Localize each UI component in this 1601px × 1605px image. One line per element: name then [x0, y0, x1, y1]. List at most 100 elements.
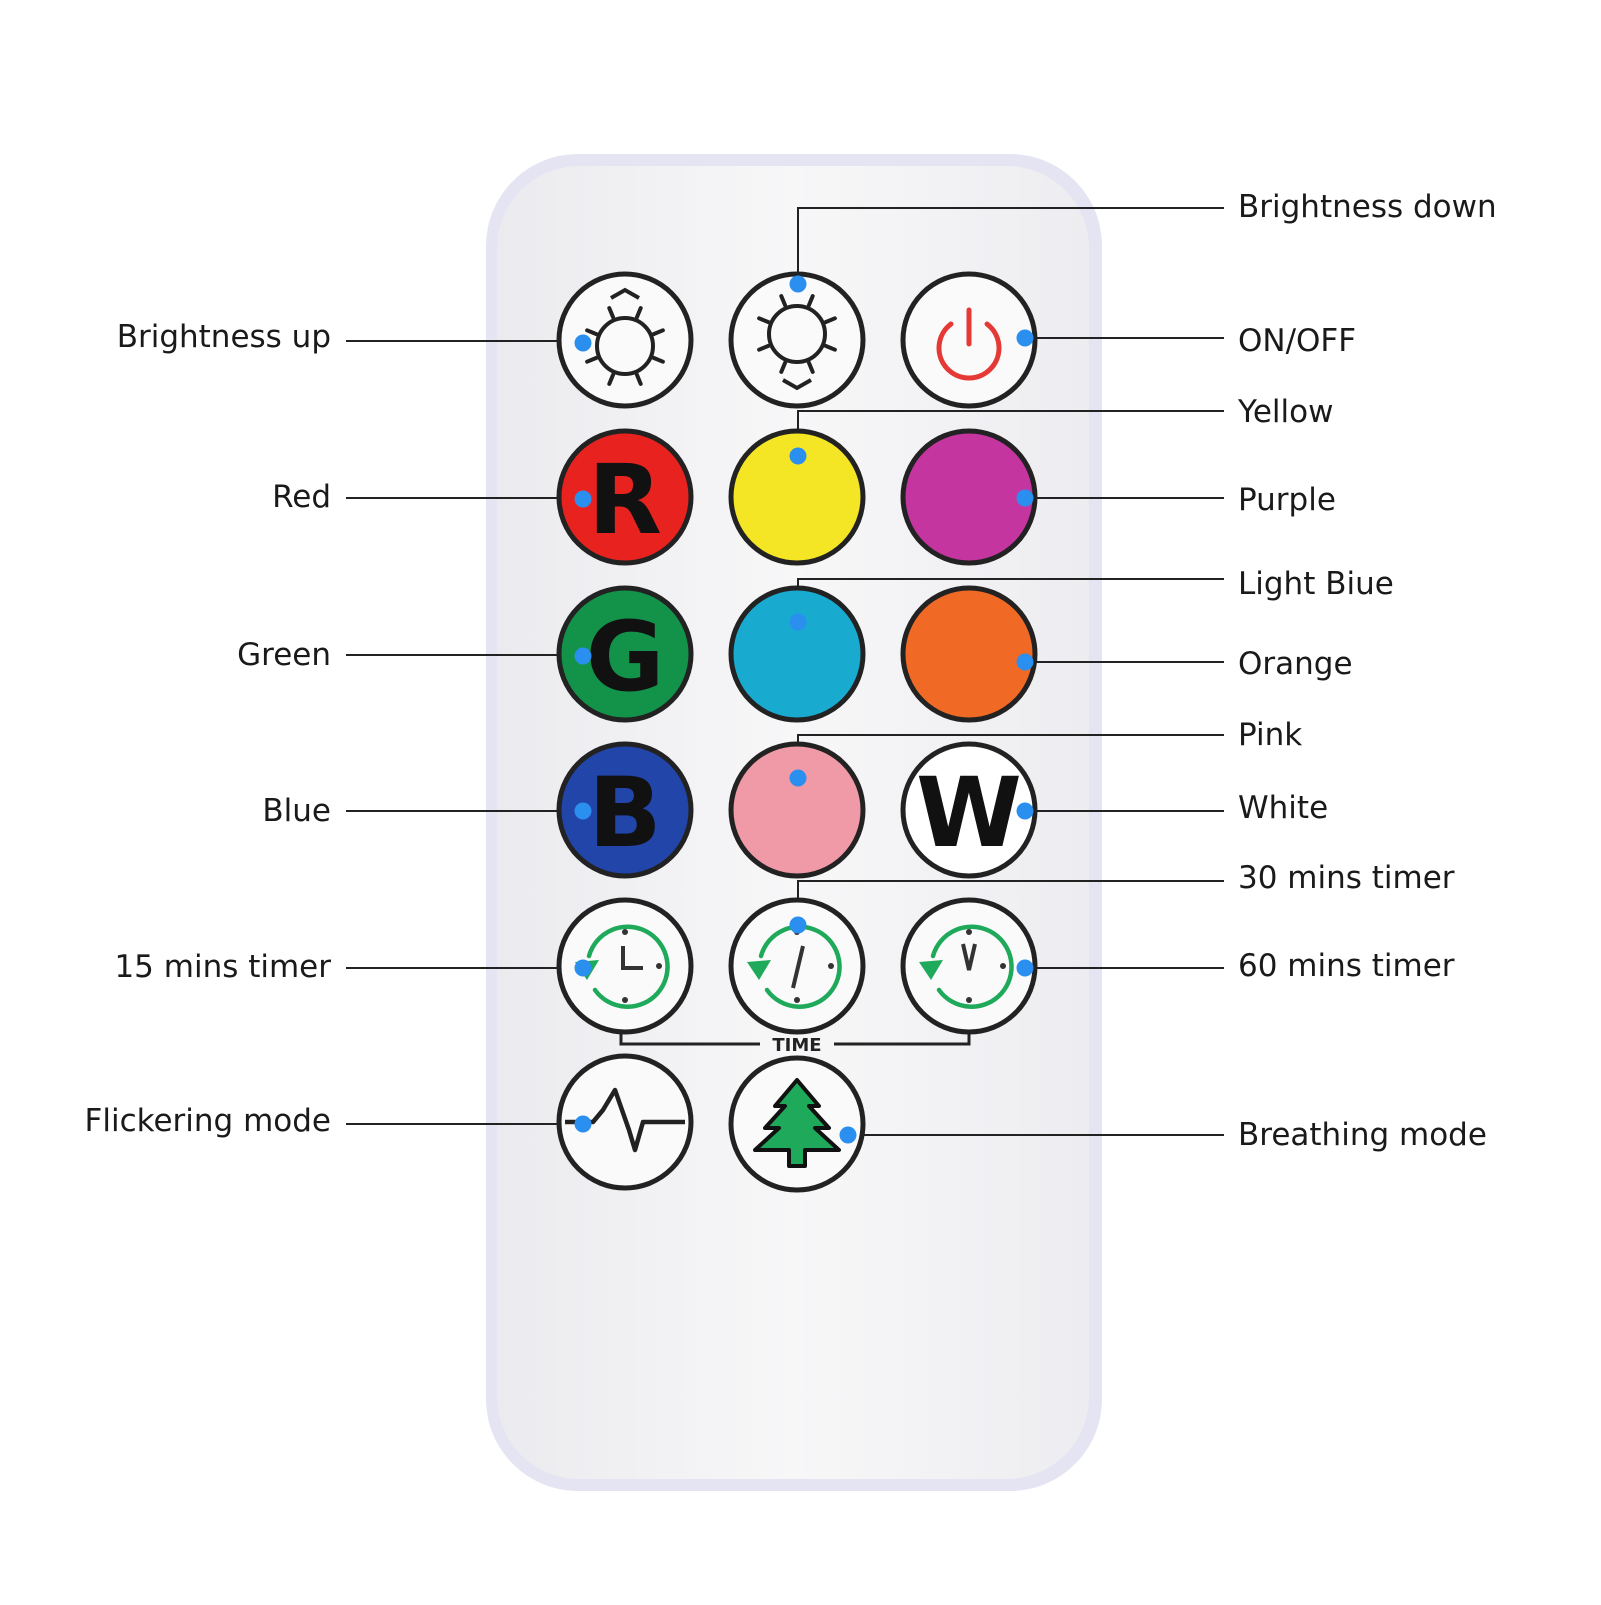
- brightness-down-icon-ray: [806, 294, 815, 308]
- label-orange: Orange: [1238, 646, 1353, 682]
- brightness-down-icon-ray: [779, 360, 788, 374]
- callout-dot-pink: [789, 769, 807, 787]
- brightness-up-icon-ray: [651, 328, 665, 337]
- brightness-down-button[interactable]: [728, 271, 866, 409]
- timer-60-clock-icon-tick: [966, 929, 972, 935]
- red-button[interactable]: R: [556, 428, 694, 566]
- callout-dot-flickering: [574, 1115, 592, 1133]
- brightness-down-icon-ray: [806, 360, 815, 374]
- breathing-button[interactable]: [728, 1055, 866, 1193]
- leader-line-brightness-down: [797, 207, 1224, 284]
- callout-dot-breathing: [839, 1126, 857, 1144]
- timer-30-clock-icon-tick: [828, 963, 834, 969]
- timer-15-clock-icon-tick: [656, 963, 662, 969]
- label-green: Green: [237, 637, 331, 673]
- callout-dot-green: [574, 647, 592, 665]
- callout-dot-timer-30: [789, 916, 807, 934]
- timer-30-button[interactable]: [728, 897, 866, 1035]
- brightness-up-icon-ray: [585, 328, 599, 337]
- brightness-down-icon-circle: [767, 304, 827, 364]
- leader-line-red: [346, 497, 584, 499]
- callout-dot-orange: [1016, 653, 1034, 671]
- timer-60-clock-icon-hand: [961, 943, 977, 971]
- time-label: TIME: [772, 1035, 821, 1056]
- brightness-up-button[interactable]: [556, 271, 694, 409]
- arrow-down-icon: [782, 378, 812, 391]
- callout-dot-timer-60: [1016, 959, 1034, 977]
- blue-button[interactable]: B: [556, 741, 694, 879]
- green-letter: G: [586, 601, 665, 713]
- timer-60-clock-icon-arc: [930, 924, 1014, 1009]
- label-white: White: [1238, 790, 1329, 826]
- brightness-up-icon-ray: [607, 306, 616, 320]
- label-30-mins-timer: 30 mins timer: [1238, 860, 1455, 896]
- callout-dot-white: [1016, 802, 1034, 820]
- callout-dot-red: [574, 490, 592, 508]
- callout-dot-timer-15: [574, 959, 592, 977]
- light-blue-button[interactable]: [728, 585, 866, 723]
- label-blue: Blue: [262, 793, 331, 829]
- timer-15-clock-icon-hand: [621, 946, 643, 970]
- label-breathing-mode: Breathing mode: [1238, 1117, 1487, 1153]
- timer-15-button[interactable]: [556, 897, 694, 1035]
- label-red: Red: [272, 479, 331, 515]
- timer-15-clock-icon-tick: [622, 997, 628, 1003]
- brightness-up-icon-ray: [634, 372, 643, 386]
- power-icon-arc: [936, 321, 1002, 381]
- timer-60-button[interactable]: [900, 897, 1038, 1035]
- label-60-mins-timer: 60 mins timer: [1238, 948, 1455, 984]
- timer-15-clock-icon-arc: [586, 924, 670, 1009]
- label-brightness-down: Brightness down: [1238, 189, 1497, 225]
- brightness-down-icon-ray: [757, 343, 771, 352]
- timer-60-clock-icon-tick: [1000, 963, 1006, 969]
- brightness-up-icon-ray: [634, 306, 643, 320]
- green-button-ring: [556, 585, 694, 723]
- orange-button-ring: [900, 585, 1038, 723]
- arrow-up-icon: [610, 287, 640, 300]
- brightness-down-icon-ray: [823, 343, 837, 352]
- callout-dot-purple: [1016, 489, 1034, 507]
- timer-30-clock-icon-hand: [791, 945, 805, 989]
- label-light-blue: Light Biue: [1238, 566, 1394, 602]
- green-button[interactable]: G: [556, 585, 694, 723]
- light-blue-button-ring: [728, 585, 866, 723]
- time-bracket-left: [619, 1030, 760, 1046]
- yellow-button[interactable]: [728, 428, 866, 566]
- label-15-mins-timer: 15 mins timer: [114, 949, 331, 985]
- red-letter: R: [588, 444, 662, 556]
- label-flickering-mode: Flickering mode: [84, 1103, 331, 1139]
- timer-30-clock-icon-arrow: [747, 960, 771, 980]
- purple-button-ring: [900, 428, 1038, 566]
- white-button-ring: [900, 741, 1038, 879]
- red-button-ring: [556, 428, 694, 566]
- blue-letter: B: [588, 757, 661, 869]
- white-letter: W: [916, 757, 1022, 869]
- brightness-down-icon-ray: [779, 294, 788, 308]
- brightness-up-icon-circle: [595, 316, 655, 376]
- callout-dot-light-blue: [789, 613, 807, 631]
- leader-line-green: [346, 654, 584, 656]
- label-purple: Purple: [1238, 482, 1336, 518]
- flicker-button[interactable]: [556, 1053, 694, 1191]
- time-bracket-right: [834, 1030, 971, 1046]
- timer-30-clock-icon-tick: [794, 997, 800, 1003]
- purple-button[interactable]: [900, 428, 1038, 566]
- brightness-down-icon-ray: [757, 316, 771, 325]
- power-button[interactable]: [900, 271, 1038, 409]
- white-button[interactable]: W: [900, 741, 1038, 879]
- brightness-down-button-ring: [728, 271, 866, 409]
- timer-30-clock-icon-arc: [758, 924, 842, 1009]
- callout-dot-on-off: [1016, 329, 1034, 347]
- timer-15-clock-icon-tick: [622, 929, 628, 935]
- orange-button[interactable]: [900, 585, 1038, 723]
- pink-button[interactable]: [728, 741, 866, 879]
- brightness-up-icon-ray: [585, 355, 599, 364]
- brightness-up-icon-ray: [607, 372, 616, 386]
- label-pink: Pink: [1238, 717, 1303, 753]
- pulse-icon: [565, 1087, 685, 1153]
- label-yellow: Yellow: [1238, 394, 1334, 430]
- yellow-button-ring: [728, 428, 866, 566]
- timer-60-clock-icon-tick: [966, 997, 972, 1003]
